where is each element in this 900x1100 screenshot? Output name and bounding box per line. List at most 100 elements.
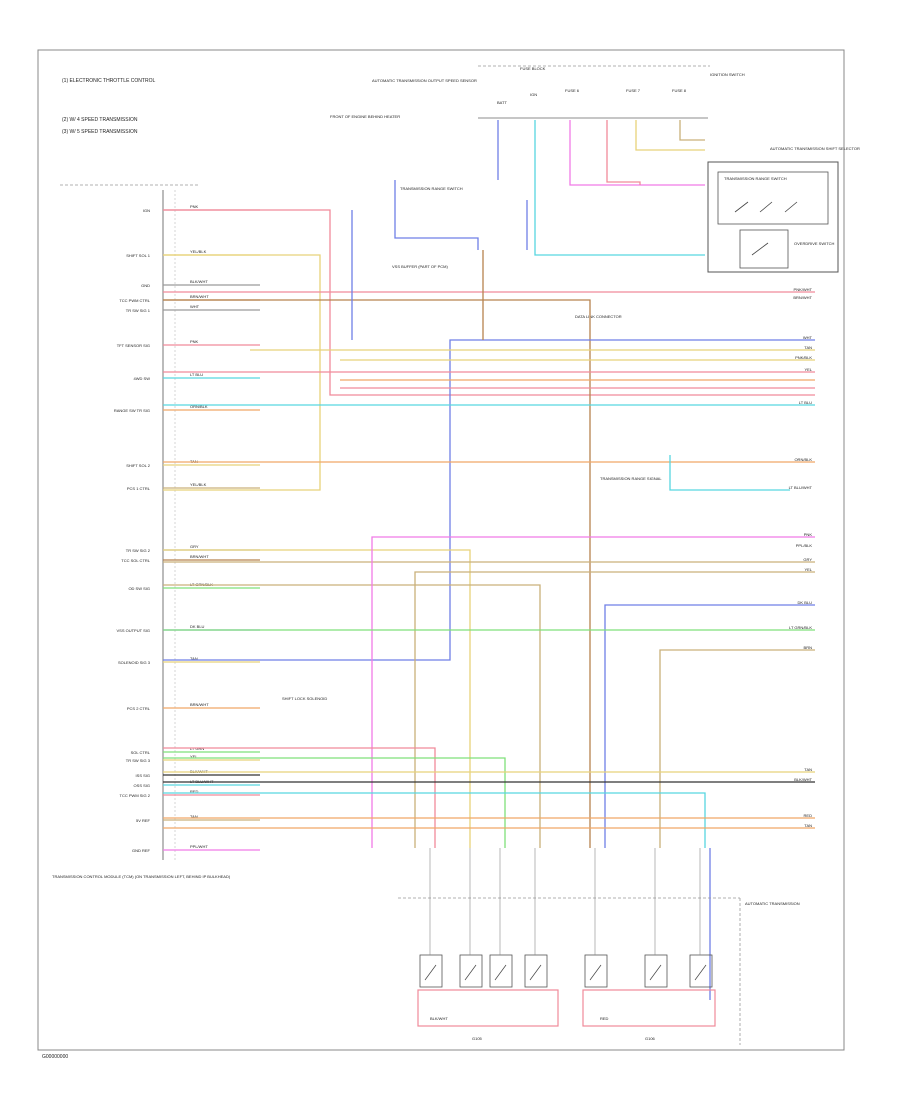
tcm-pin-label: VSS OUTPUT SIG xyxy=(117,628,151,633)
wire-run xyxy=(414,571,815,848)
wire-run xyxy=(163,747,436,848)
top-component-4: FUSE BLOCK xyxy=(520,66,546,71)
bottom-label-3: BLK/WHT xyxy=(430,1016,448,1021)
misc-label-3: TRANSMISSION RANGE SIGNAL xyxy=(600,476,662,481)
tcm-pin-wire-color: DK BLU xyxy=(190,624,205,629)
right-wire-label: BRN/WHT xyxy=(793,295,812,300)
right-wire-label: DK BLU xyxy=(798,600,813,605)
page-label: G00000000 xyxy=(42,1054,68,1060)
tcm-pin-label: OSS SIG xyxy=(134,783,150,788)
tcm-pin-wire-color: YEL/BLK xyxy=(190,249,207,254)
wire-run xyxy=(163,209,815,396)
tcm-pin-wire-color: LT BLU xyxy=(190,372,203,377)
top-component-3: TRANSMISSION RANGE SWITCH xyxy=(400,186,463,191)
tcm-pin-label: SHIFT SOL 2 xyxy=(126,463,151,468)
tcm-pin-label: SHIFT SOL 1 xyxy=(126,253,151,258)
right-wire-label: YEL xyxy=(804,567,812,572)
tcm-pin-wire-color: WHT xyxy=(190,304,200,309)
right-component-1: AUTOMATIC TRANSMISSION SHIFT SELECTOR xyxy=(770,146,860,151)
automatic-transmission: AUTOMATIC TRANSMISSION G105 G106 BLK/WHT… xyxy=(398,848,800,1045)
solenoid-box xyxy=(584,954,608,988)
solenoid-box xyxy=(524,954,548,988)
tcm-pin-wire-color: PNK xyxy=(190,339,199,344)
misc-label-2: DATA LINK CONNECTOR xyxy=(575,314,622,319)
bottom-label-2: G106 xyxy=(645,1036,656,1041)
tcm-pin-label: SOLENOID SIG 3 xyxy=(118,660,151,665)
tcm-pin-label: TCC SOL CTRL xyxy=(121,558,151,563)
right-wire-label: TAN xyxy=(804,823,812,828)
tcm-pin-label: PCS 2 CTRL xyxy=(127,706,151,711)
solenoid-coil xyxy=(589,964,602,981)
fuse-label-2: IGN xyxy=(530,92,537,97)
wire-run xyxy=(606,120,641,185)
tcm-pin-label: TR SW SIG 1 xyxy=(126,308,151,313)
fuse-labels: BATT IGN FUSE 6 FUSE 7 FUSE 8 xyxy=(497,88,687,105)
wire-run xyxy=(635,120,705,151)
right-wire-label: GRY xyxy=(803,557,812,562)
wire-run xyxy=(679,120,705,141)
tcm-pin-wire-color: YEL/BLK xyxy=(190,482,207,487)
solenoid-box xyxy=(489,954,513,988)
bottom-component: AUTOMATIC TRANSMISSION xyxy=(745,901,800,906)
fuse-label-4: FUSE 7 xyxy=(626,88,641,93)
tcm-pin-wire-color: GRY xyxy=(190,544,199,549)
wire-run xyxy=(163,549,471,848)
note-2: (2) W/ 4 SPEED TRANSMISSION xyxy=(62,117,138,123)
tcm-pin-wire-color: BRN/WHT xyxy=(190,702,209,707)
tcm-pin-label: 5V REF xyxy=(136,818,151,823)
tcm-pin-label: IGN xyxy=(143,208,150,213)
tcm-pin-label: TR SW SIG 3 xyxy=(126,758,151,763)
fuse-label-3: FUSE 6 xyxy=(565,88,580,93)
solenoid-box xyxy=(419,954,443,988)
solenoid-box xyxy=(459,954,483,988)
top-component-5: IGNITION SWITCH xyxy=(710,72,745,77)
tcm-pin-label: GND REF xyxy=(132,848,151,853)
fuse-label-1: BATT xyxy=(497,100,507,105)
wires xyxy=(163,120,815,1000)
right-wire-label: PNK/WHT xyxy=(794,287,813,292)
tcm-pin-wire-color: BRN/WHT xyxy=(190,294,209,299)
ground-loop-right xyxy=(582,989,716,1027)
tcm-pin-wire-color: PNK xyxy=(190,204,199,209)
shift-selector-box xyxy=(707,161,839,273)
wire-run xyxy=(163,299,591,848)
top-component-1: FRONT OF ENGINE BEHIND HEATER xyxy=(330,114,400,119)
tcm-pin-wire-color: YEL xyxy=(190,754,198,759)
tcm-pin-label: GND xyxy=(141,283,150,288)
right-wire-label: LT BLU/WHT xyxy=(789,485,813,490)
solenoid-coil xyxy=(494,964,507,981)
misc-label-4: SHIFT LOCK SOLENOID xyxy=(282,696,327,701)
bottom-label-4: RED xyxy=(600,1016,609,1021)
notes: (1) ELECTRONIC THROTTLE CONTROL (2) W/ 4… xyxy=(62,78,155,135)
bottom-label-1: G105 xyxy=(472,1036,483,1041)
tcm-pin-label: ISS SIG xyxy=(136,773,150,778)
top-components: FRONT OF ENGINE BEHIND HEATER AUTOMATIC … xyxy=(330,66,745,191)
solenoid-box xyxy=(689,954,713,988)
tcm-pin-label: TR SW SIG 2 xyxy=(126,548,151,553)
wire-run xyxy=(569,120,705,186)
tcm-label: TRANSMISSION CONTROL MODULE (TCM) (ON TR… xyxy=(52,874,231,879)
ground-loop-left xyxy=(417,989,559,1027)
wire-run xyxy=(371,536,815,848)
misc-label-1: VSS BUFFER (PART OF PCM) xyxy=(392,264,448,269)
solenoid-coil xyxy=(529,964,542,981)
tcm-pin-wire-color: BLK/WHT xyxy=(190,279,208,284)
tcm-pin-wire-color: PPL/WHT xyxy=(190,844,208,849)
tcm-pin-label: TFT SENSOR SIG xyxy=(117,343,150,348)
right-wire-label: LT BLU xyxy=(799,400,812,405)
wire-run xyxy=(163,584,541,848)
tcm-pin-wire-color: BRN/WHT xyxy=(190,554,209,559)
solenoid-coil xyxy=(424,964,437,981)
right-wire-label: BRN xyxy=(804,645,813,650)
right-wire-label: TAN xyxy=(804,767,812,772)
solenoids xyxy=(419,848,713,988)
right-component-2: TRANSMISSION RANGE SWITCH xyxy=(724,176,787,181)
tcm-pin-wire-color: RED xyxy=(190,789,199,794)
right-components: AUTOMATIC TRANSMISSION SHIFT SELECTOR TR… xyxy=(707,146,860,273)
right-wire-label: WHT xyxy=(803,335,813,340)
tcm-pin-label: RANGE SW TR SIG xyxy=(114,408,150,413)
tcm-pin-label: PCS 1 CTRL xyxy=(127,486,151,491)
right-wire-label: YEL xyxy=(804,367,812,372)
